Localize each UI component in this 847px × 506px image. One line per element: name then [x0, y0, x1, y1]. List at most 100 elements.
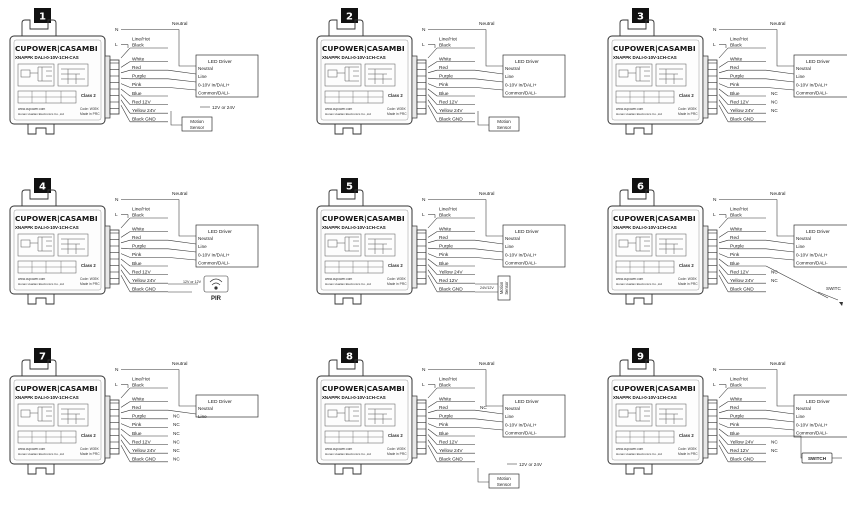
brand-name: CUPOWER|CASAMBI [15, 384, 98, 394]
rating-table-grid [616, 431, 674, 443]
wire-label: Red 12V [730, 99, 749, 105]
wire-fan [718, 47, 729, 59]
brand-name: CUPOWER|CASAMBI [613, 214, 696, 224]
wire-label: Line/Hot [730, 37, 749, 43]
neutral-to-driver [485, 29, 503, 67]
wire-fan [718, 258, 729, 267]
wire-fan [718, 217, 729, 229]
wire-label: Black [132, 383, 144, 389]
housing-inner-frame [13, 209, 102, 291]
mounting-bracket-top [21, 189, 57, 206]
mains-l-label: L [713, 212, 716, 218]
neutral-label: Neutral [479, 361, 494, 367]
led-driver-terminal: Common/DALI- [796, 261, 828, 266]
wire-fan [718, 428, 729, 437]
wire-label: Red [730, 405, 739, 411]
switch-feed [765, 265, 829, 299]
relay-symbol [20, 409, 31, 418]
wire-fan [120, 77, 131, 80]
wire-label: Blue [439, 431, 449, 437]
wire-label: Black [439, 43, 451, 49]
cable-gland-flange [702, 225, 709, 289]
class-label: Class 2 [679, 263, 694, 268]
wire-fan [718, 434, 729, 445]
led-driver-terminal: Common/DALI- [198, 261, 230, 266]
led-driver-title: LED Driver [208, 229, 232, 235]
wire-fan [120, 445, 131, 462]
wire-label: White [132, 56, 145, 62]
made-in-text: Made in PRC [387, 452, 407, 456]
wire-fan [718, 387, 729, 399]
mains-n-label: N [422, 27, 426, 33]
code-text: Code: W39X [678, 107, 697, 111]
mounting-bracket-top [21, 19, 57, 36]
led-driver-terminal: Line [505, 414, 514, 419]
wire-label: Red 12V [132, 439, 151, 445]
led-driver-terminal: Common/DALI- [505, 261, 537, 266]
wire-fan [718, 253, 729, 258]
mains-n-label: N [422, 367, 426, 373]
wire-fan [427, 231, 438, 238]
schematic-traces [30, 66, 52, 82]
wire-fan [427, 423, 438, 428]
wire-fan [427, 439, 438, 454]
dim-plus-to-driver [474, 78, 504, 83]
neutral-label: Neutral [172, 191, 187, 197]
line-to-driver [765, 239, 795, 245]
class-label: Class 2 [81, 263, 96, 268]
made-in-text: Made in PRC [387, 282, 407, 286]
schematic-traces [337, 66, 359, 82]
website-text: www.cupower.com [18, 107, 46, 111]
mains-n-label: N [115, 367, 119, 373]
motion-sensor-label: Sensor [497, 125, 512, 130]
made-in-text: Made in PRC [678, 112, 698, 116]
neutral-to-driver [485, 369, 503, 407]
wire-label: Blue [132, 91, 142, 97]
wire-fan [120, 428, 131, 437]
wire-label: Line/Hot [439, 37, 458, 43]
dim-plus-to-driver [765, 418, 795, 423]
motion-sensor-label: Sensor [497, 482, 512, 487]
relay-symbol [618, 239, 629, 248]
led-driver-box [195, 224, 259, 268]
not-connected-label: NC [173, 448, 180, 453]
wire-label: Yellow 24V [730, 278, 754, 284]
rating-table-grid [616, 261, 674, 273]
relay-symbol [327, 409, 338, 418]
wire-fan [120, 83, 131, 88]
led-driver-terminal: 0-10V In/DALI+ [198, 252, 230, 257]
line-to-driver [765, 69, 795, 75]
wire-label: Pink [730, 422, 740, 428]
model-number: XNAPPK DALI-0-10V-1CH-CAS [613, 225, 677, 230]
led-driver-title: LED Driver [806, 59, 830, 65]
schematic-traces [30, 236, 52, 252]
wire-label: Pink [730, 252, 740, 258]
pir-sensor-box [203, 275, 229, 293]
wire-label: Red [439, 235, 448, 241]
wire-fan [718, 231, 729, 238]
not-connected-label: NC [771, 91, 778, 96]
wire-label: Yellow 24V [439, 269, 463, 275]
wire-label: Purple [439, 414, 453, 420]
brand-name: CUPOWER|CASAMBI [322, 384, 405, 394]
led-driver-terminal: Line [796, 414, 805, 419]
wire-label: Pink [132, 422, 142, 428]
wire-label: Red [439, 405, 448, 411]
neutral-label: Neutral [770, 191, 785, 197]
led-driver-terminal: 0-10V In/DALI+ [796, 422, 828, 427]
panel-number-badge [632, 8, 649, 23]
wire-label: Black GND [132, 287, 156, 293]
brand-name: CUPOWER|CASAMBI [15, 214, 98, 224]
label-schematic [615, 63, 653, 87]
led-driver-terminal: Neutral [198, 406, 213, 411]
wire-label: Line/Hot [439, 377, 458, 383]
wire-label: Yellow 24V [132, 108, 156, 114]
led-driver-title: LED Driver [806, 229, 830, 235]
code-text: Code: W39X [678, 277, 697, 281]
motion-sensor-label: Motion [497, 119, 511, 124]
wire-fan [427, 77, 438, 80]
wire-label: Red 12V [439, 439, 458, 445]
label-schematic-right [57, 403, 89, 427]
rating-table-grid [325, 261, 383, 273]
model-number: XNAPPK DALI-0-10V-1CH-CAS [613, 55, 677, 60]
